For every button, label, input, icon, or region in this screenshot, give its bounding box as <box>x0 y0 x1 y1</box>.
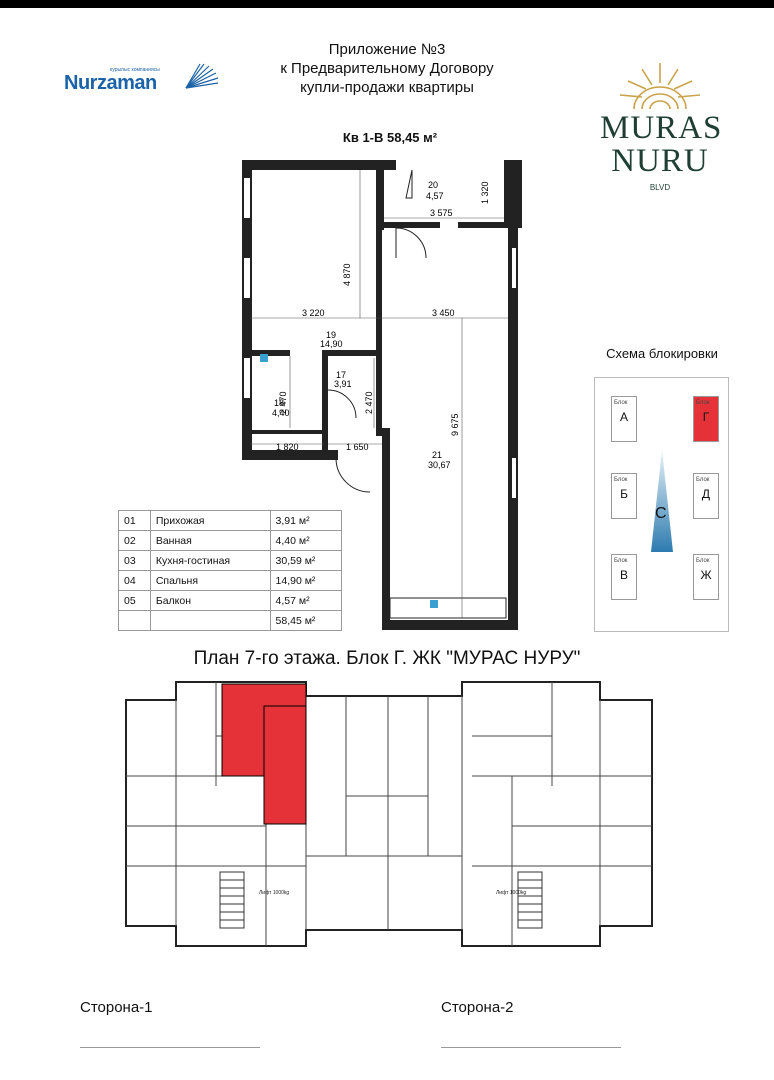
compass-letter: С <box>655 505 667 522</box>
room-code: 04 <box>118 570 151 591</box>
room-area: 4,40 <box>272 408 290 418</box>
block-word: Блок <box>614 477 628 483</box>
floor-plan: Лифт 1000kg Лифт 1000kg <box>125 681 653 947</box>
fan-logo-icon <box>185 63 219 89</box>
title-line-3: купли-продажи квартиры <box>300 79 474 96</box>
block-word: Блок <box>696 477 710 483</box>
room-code: 01 <box>118 510 151 531</box>
rooms-table: 01 Прихожая 3,91 м² 02 Ванная 4,40 м² 03… <box>118 510 343 631</box>
dim-label: 4 870 <box>342 263 352 286</box>
block-word: Блок <box>614 558 628 564</box>
room-number: 18 <box>274 398 284 408</box>
apartment-label: Кв 1-В 58,45 м² <box>342 130 438 145</box>
room-area: 30,59 м² <box>269 550 343 571</box>
dim-label: 1 320 <box>480 181 490 204</box>
block-letter: Б <box>620 487 628 501</box>
room-area: 3,91 м² <box>269 510 343 531</box>
dim-label: 1 820 <box>276 442 299 452</box>
title-line-2: к Предварительному Договору <box>280 60 494 77</box>
schema-title: Схема блокировки <box>606 346 718 361</box>
room-area: 14,90 м² <box>269 570 343 591</box>
room-area: 14,90 <box>320 339 343 349</box>
floor-plan-title: План 7-го этажа. Блок Г. ЖК "МУРАС НУРУ" <box>193 648 581 669</box>
side-1-signature-line <box>80 1047 260 1048</box>
apartment-plan: 1 320 3 575 4 870 3 220 3 450 2 470 2 47… <box>242 160 522 630</box>
room-code: 02 <box>118 530 151 551</box>
room-number: 19 <box>326 330 336 340</box>
block-letter: Ж <box>700 568 712 582</box>
table-row: 02 Ванная 4,40 м² <box>118 530 343 551</box>
block-word: Блок <box>696 400 710 406</box>
top-black-bar <box>0 0 774 8</box>
dim-label: 3 450 <box>432 308 455 318</box>
title-line-1: Приложение №3 <box>328 41 446 58</box>
block-letter: Г <box>702 410 710 424</box>
room-name <box>149 610 271 631</box>
block-letter: В <box>619 568 628 582</box>
side-2-label: Сторона-2 <box>441 999 514 1016</box>
side-1-label: Сторона-1 <box>80 999 153 1016</box>
sun-logo-icon <box>619 63 701 110</box>
lift-label: Лифт 1000kg <box>259 890 289 896</box>
block-letter: А <box>619 410 628 424</box>
muras-nuru-logo: MURAS NURU <box>600 110 723 179</box>
lift-label: Лифт 1000kg <box>496 890 526 896</box>
block-letter: Д <box>701 487 711 501</box>
logo-blvd: BLVD <box>649 183 671 192</box>
logo-line-1: MURAS <box>600 110 723 146</box>
table-row: 04 Спальня 14,90 м² <box>118 570 343 591</box>
room-area: 4,40 м² <box>269 530 343 551</box>
table-row: 03 Кухня-гостиная 30,59 м² <box>118 550 343 571</box>
room-number: 21 <box>432 450 442 460</box>
table-row: 05 Балкон 4,57 м² <box>118 590 343 611</box>
compass-arrow-icon <box>651 450 673 552</box>
room-area: 3,91 <box>334 379 352 389</box>
room-name: Ванная <box>149 530 271 551</box>
nurzaman-logo-subtitle: курылыс компаниясы <box>110 67 160 73</box>
dim-label: 2 470 <box>278 391 288 414</box>
room-area: 4,57 м² <box>269 590 343 611</box>
room-area: 30,67 <box>428 460 451 470</box>
dim-label: 1 650 <box>346 442 369 452</box>
room-name: Прихожая <box>149 510 271 531</box>
table-row: 01 Прихожая 3,91 м² <box>118 510 343 531</box>
dim-label: 2 470 <box>364 391 374 414</box>
room-code <box>118 610 151 631</box>
side-2-signature-line <box>441 1047 621 1048</box>
room-code: 05 <box>118 590 151 611</box>
room-number: 20 <box>428 180 438 190</box>
room-name: Балкон <box>149 590 271 611</box>
room-code: 03 <box>118 550 151 571</box>
logo-line-2: NURU <box>611 143 709 179</box>
block-word: Блок <box>614 400 628 406</box>
room-name: Кухня-гостиная <box>149 550 271 571</box>
table-total-row: 58,45 м² <box>118 610 343 631</box>
room-number: 17 <box>336 370 346 380</box>
document-title: Приложение №3 к Предварительному Договор… <box>230 40 544 97</box>
nurzaman-logo: Nurzaman <box>64 72 157 94</box>
dim-label: 3 575 <box>430 208 453 218</box>
total-area: 58,45 м² <box>269 610 343 631</box>
block-word: Блок <box>696 558 710 564</box>
dim-label: 9 675 <box>450 413 460 436</box>
room-name: Спальня <box>149 570 271 591</box>
room-area: 4,57 <box>426 191 444 201</box>
dim-label: 3 220 <box>302 308 325 318</box>
